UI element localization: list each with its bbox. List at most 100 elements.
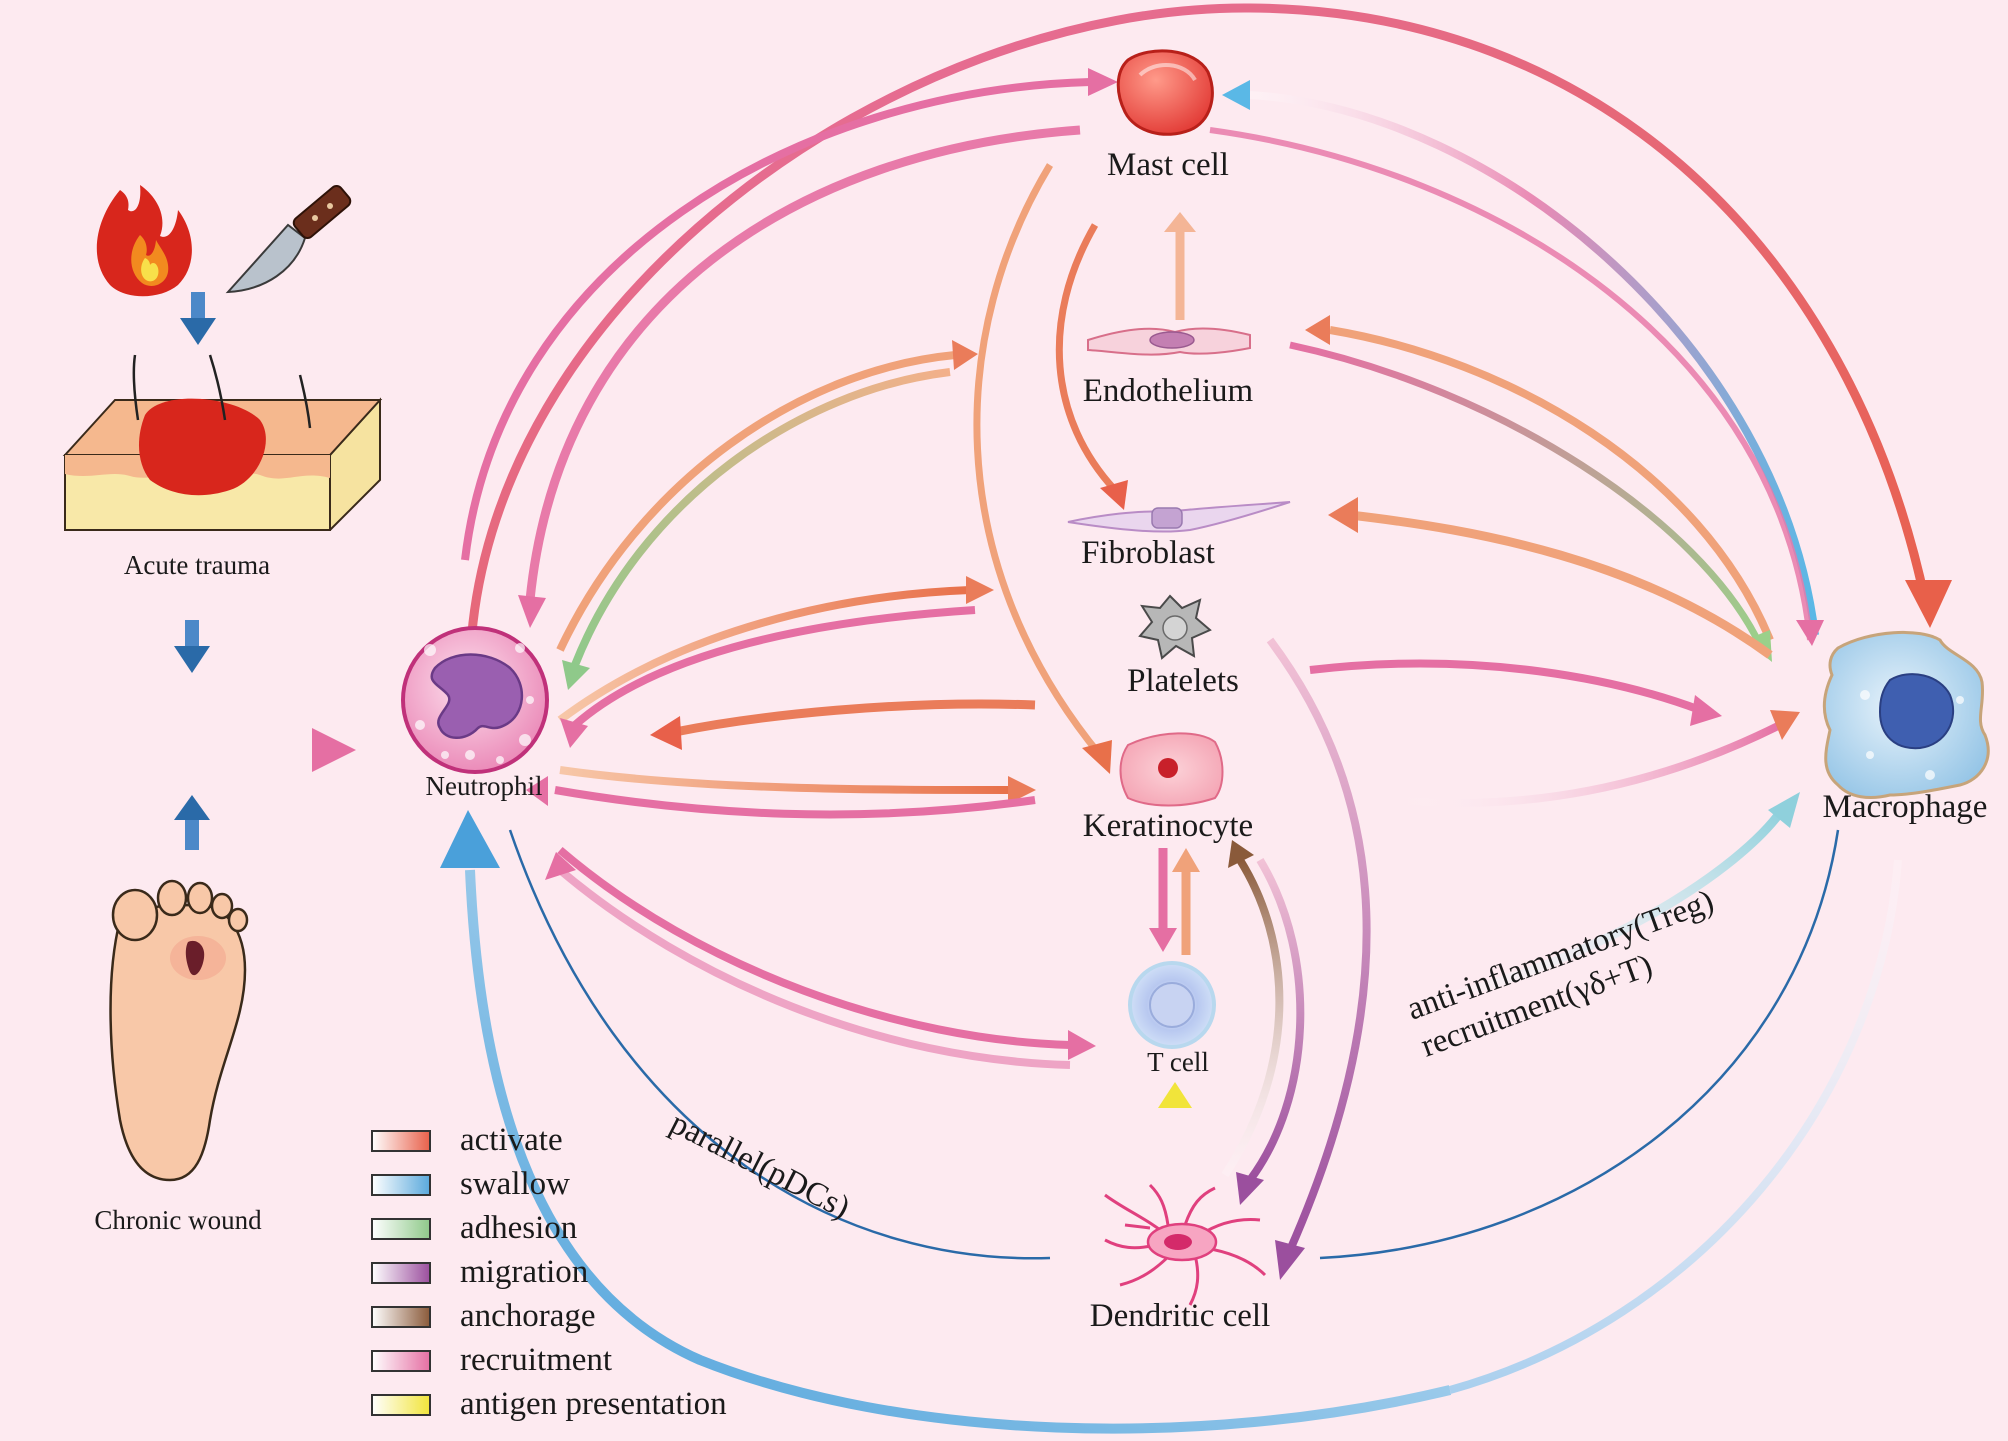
mast-cell-node[interactable]: Mast cell (1107, 49, 1229, 183)
down-arrow-icon (174, 620, 210, 673)
arrowhead-neutrophil-orange (650, 716, 682, 750)
arrowhead-dendritic-purple (1275, 1240, 1305, 1280)
endothelium-label: Endothelium (1083, 373, 1254, 409)
arrow-tcell-to-neutrophil (557, 866, 1071, 1069)
arrow-endothelium-to-macrophage (1289, 341, 1764, 647)
arrowhead-tcell-yellow (1158, 1082, 1192, 1108)
arrowhead-tcell-left (1068, 1030, 1096, 1060)
arrowhead-neutrophil-top (518, 595, 546, 628)
keratinocyte-node[interactable]: Keratinocyte (1083, 732, 1253, 844)
arrowhead-neutrophil-green (562, 660, 590, 690)
wound-panel: Acute trauma Chronic wound (62, 184, 383, 1235)
arrow-tcell-to-macrophage (1433, 807, 1786, 1005)
arrowhead-fibroblast-right (1328, 497, 1358, 533)
keratinocyte-label: Keratinocyte (1083, 808, 1253, 844)
arrow-macrophage-to-fibroblast (1349, 510, 1773, 659)
arrow-neutrophil-to-platelets (557, 586, 971, 724)
legend-label-adhesion: adhesion (460, 1210, 577, 1246)
arrowhead-fibroblast-top (1100, 480, 1128, 510)
fibroblast-label: Fibroblast (1081, 535, 1215, 571)
arrow-endothelium-to-neutrophil (571, 368, 951, 667)
dendritic-node[interactable]: Dendritic cell (1090, 1183, 1271, 1334)
tcell-node[interactable]: T cell (1128, 961, 1216, 1077)
arrowhead-neutrophil-tcell (545, 852, 576, 880)
arrowhead-keratinocyte-brown (1228, 840, 1254, 868)
down-arrow-icon (180, 292, 216, 345)
platelet-icon (1138, 594, 1212, 660)
arrow-macrophage-to-mast (1249, 91, 1819, 636)
legend-label-swallow: swallow (460, 1166, 570, 1202)
arc-macrophage-right (1448, 859, 1902, 1394)
legend-swatch-activate (371, 1130, 431, 1152)
arrowhead-mast-right (1222, 80, 1250, 110)
arrow-keratinocyte-to-neutrophil-pink (554, 786, 1036, 819)
skin-injury-icon (62, 354, 383, 531)
macrophage-node[interactable]: Macrophage (1823, 631, 1990, 825)
pdc-annotation: parallel(pDCs) (664, 1105, 855, 1226)
arrowhead-tcell-pink (1149, 928, 1177, 952)
dendritic-label: Dendritic cell (1090, 1298, 1271, 1334)
arrowhead-neutrophil-low (526, 776, 548, 806)
legend-swatch-anchorage (371, 1306, 431, 1328)
arrow-keratinocyte-to-dendritic (1246, 857, 1305, 1183)
arrowhead-macrophage-top (1905, 580, 1952, 628)
arrow-neutrophil-to-keratinocyte (559, 766, 1011, 794)
acute-trauma-label: Acute trauma (124, 550, 270, 580)
arrow-platelets-to-dendritic (1266, 637, 1371, 1252)
arrow-dendritic-to-keratinocyte (1221, 857, 1284, 1178)
flame-icon (96, 185, 192, 297)
legend-label-antigen-presentation: antigen presentation (460, 1386, 727, 1422)
legend-label-migration: migration (460, 1254, 588, 1290)
neutrophil-label: Neutrophil (426, 771, 543, 801)
chronic-wound-label: Chronic wound (94, 1205, 262, 1235)
arrow-platelets-to-neutrophil (572, 606, 976, 729)
arrowhead-dendritic-pink (1236, 1172, 1264, 1205)
arrow-neutrophil-to-mast (461, 78, 1091, 561)
arrowhead-macrophage-ker (1770, 710, 1800, 740)
arrow-mast-to-fibroblast (1055, 223, 1118, 493)
arrow-keratinocyte-to-neutrophil (674, 699, 1036, 737)
fibroblast-node[interactable]: Fibroblast (1067, 501, 1291, 571)
tcell-label: T cell (1147, 1047, 1209, 1077)
arrowhead-keratinocyte-left (1008, 776, 1036, 804)
arrow-mast-to-macrophage (1209, 127, 1813, 641)
arrow-mast-to-neutrophil (525, 125, 1081, 601)
arrowhead-wound-input (312, 728, 356, 772)
arrow-neutrophil-to-tcell (557, 846, 1071, 1049)
arrowhead-keratinocyte-orange (1172, 848, 1200, 872)
arrow-macrophage-to-endothelium (1329, 326, 1774, 642)
arrowhead-macrophage-platelets (1690, 695, 1722, 726)
arrowhead-neutrophil-mid (560, 718, 588, 748)
neutrophil-node[interactable]: Neutrophil (401, 626, 549, 801)
legend-swatch-swallow (371, 1174, 431, 1196)
platelets-node[interactable]: Platelets (1127, 594, 1239, 699)
arrowhead-endothelium-left (952, 340, 978, 370)
arrowhead-neutrophil-blue (440, 810, 500, 868)
foot-icon (109, 879, 249, 1182)
arrowhead-endothelium-right (1305, 315, 1330, 345)
interaction-arrows (118, 3, 1952, 1434)
legend-swatch-migration (371, 1262, 431, 1284)
arrow-neutrophil-to-endothelium (556, 351, 956, 652)
arrowhead-macrophage-teal (1768, 792, 1800, 828)
endothelium-node[interactable]: Endothelium (1083, 327, 1254, 409)
arrowhead-macrophage-inner (1796, 620, 1824, 646)
legend-label-recruitment: recruitment (460, 1342, 612, 1378)
platelets-label: Platelets (1127, 663, 1239, 699)
arrowhead-keratinocyte-top (1082, 740, 1112, 774)
legend-label-activate: activate (460, 1122, 563, 1158)
arrow-keratinocyte-to-macrophage (1394, 721, 1782, 807)
arrow-mast-to-keratinocyte (973, 163, 1103, 758)
legend-swatch-recruitment (371, 1350, 431, 1372)
line-dendritic-to-neutrophil (508, 829, 1051, 1260)
knife-icon (225, 184, 352, 294)
legend: activateswallowadhesionmigrationanchorag… (371, 1122, 727, 1422)
arrowhead-platelets-left (966, 576, 994, 604)
arrow-platelets-to-macrophage (1309, 659, 1702, 714)
line-dendritic-to-macrophage (1319, 829, 1840, 1260)
macrophage-label: Macrophage (1823, 789, 1988, 825)
arrowhead-mast-bottom (1164, 212, 1196, 232)
legend-swatch-antigen-presentation (371, 1394, 431, 1416)
arc-macrophage-to-neutrophil (465, 869, 1452, 1434)
